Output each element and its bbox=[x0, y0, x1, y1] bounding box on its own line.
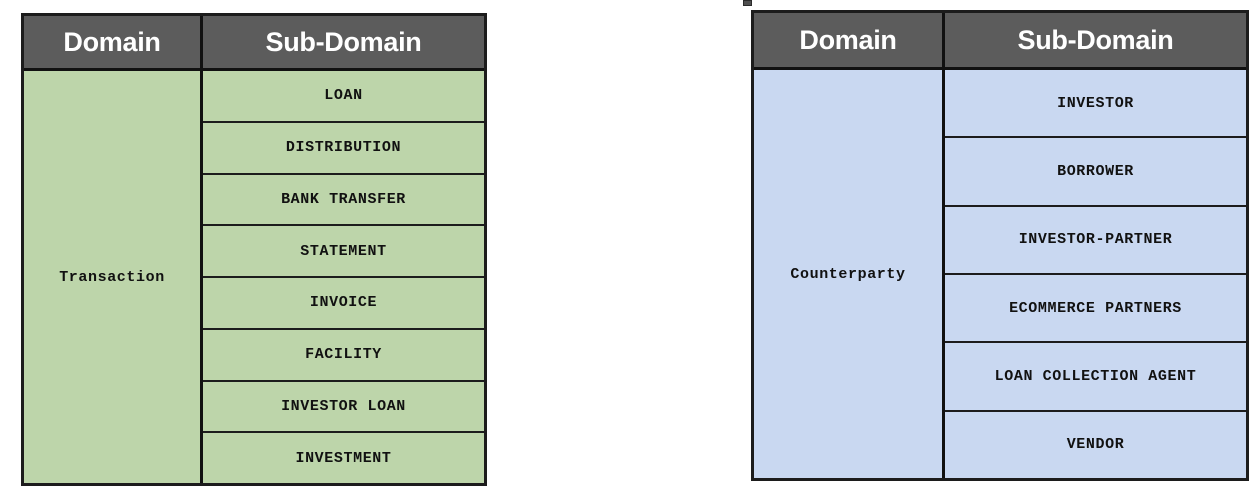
sub-domain-cell: FACILITY bbox=[203, 329, 484, 382]
sub-domain-cell: INVOICE bbox=[203, 278, 484, 330]
counterparty-domain-table: Domain Sub-Domain Counterparty INVESTOR … bbox=[751, 10, 1249, 481]
sub-domain-cell: INVESTOR bbox=[945, 70, 1246, 139]
sub-domain-cell: LOAN bbox=[203, 71, 484, 123]
sub-domain-cell: ECOMMERCE PARTNERS bbox=[945, 274, 1246, 344]
sub-domain-column: LOAN DISTRIBUTION BANK TRANSFER STATEMEN… bbox=[203, 71, 484, 483]
header-cell-sub-domain: Sub-Domain bbox=[945, 13, 1246, 67]
sub-domain-cell: BANK TRANSFER bbox=[203, 174, 484, 227]
header-cell-domain: Domain bbox=[24, 16, 203, 68]
sub-domain-cell: INVESTOR LOAN bbox=[203, 381, 484, 434]
transaction-domain-table: Domain Sub-Domain Transaction LOAN DISTR… bbox=[21, 13, 487, 486]
sub-domain-cell: INVESTMENT bbox=[203, 433, 484, 483]
table-body-row: Transaction LOAN DISTRIBUTION BANK TRANS… bbox=[24, 71, 484, 483]
table-header-row: Domain Sub-Domain bbox=[754, 13, 1246, 70]
sub-domain-column: INVESTOR BORROWER INVESTOR-PARTNER ECOMM… bbox=[945, 70, 1246, 478]
domain-cell-transaction: Transaction bbox=[24, 71, 203, 483]
sub-domain-cell: LOAN COLLECTION AGENT bbox=[945, 343, 1246, 412]
header-cell-sub-domain: Sub-Domain bbox=[203, 16, 484, 68]
table-header-row: Domain Sub-Domain bbox=[24, 16, 484, 71]
domain-cell-counterparty: Counterparty bbox=[754, 70, 945, 478]
sub-domain-cell: BORROWER bbox=[945, 138, 1246, 207]
sub-domain-cell: DISTRIBUTION bbox=[203, 122, 484, 175]
sub-domain-cell: STATEMENT bbox=[203, 226, 484, 278]
sub-domain-cell: VENDOR bbox=[945, 411, 1246, 478]
sub-domain-cell: INVESTOR-PARTNER bbox=[945, 206, 1246, 275]
header-cell-domain: Domain bbox=[754, 13, 945, 67]
table-body-row: Counterparty INVESTOR BORROWER INVESTOR-… bbox=[754, 70, 1246, 478]
crop-artifact-mark bbox=[743, 0, 752, 6]
